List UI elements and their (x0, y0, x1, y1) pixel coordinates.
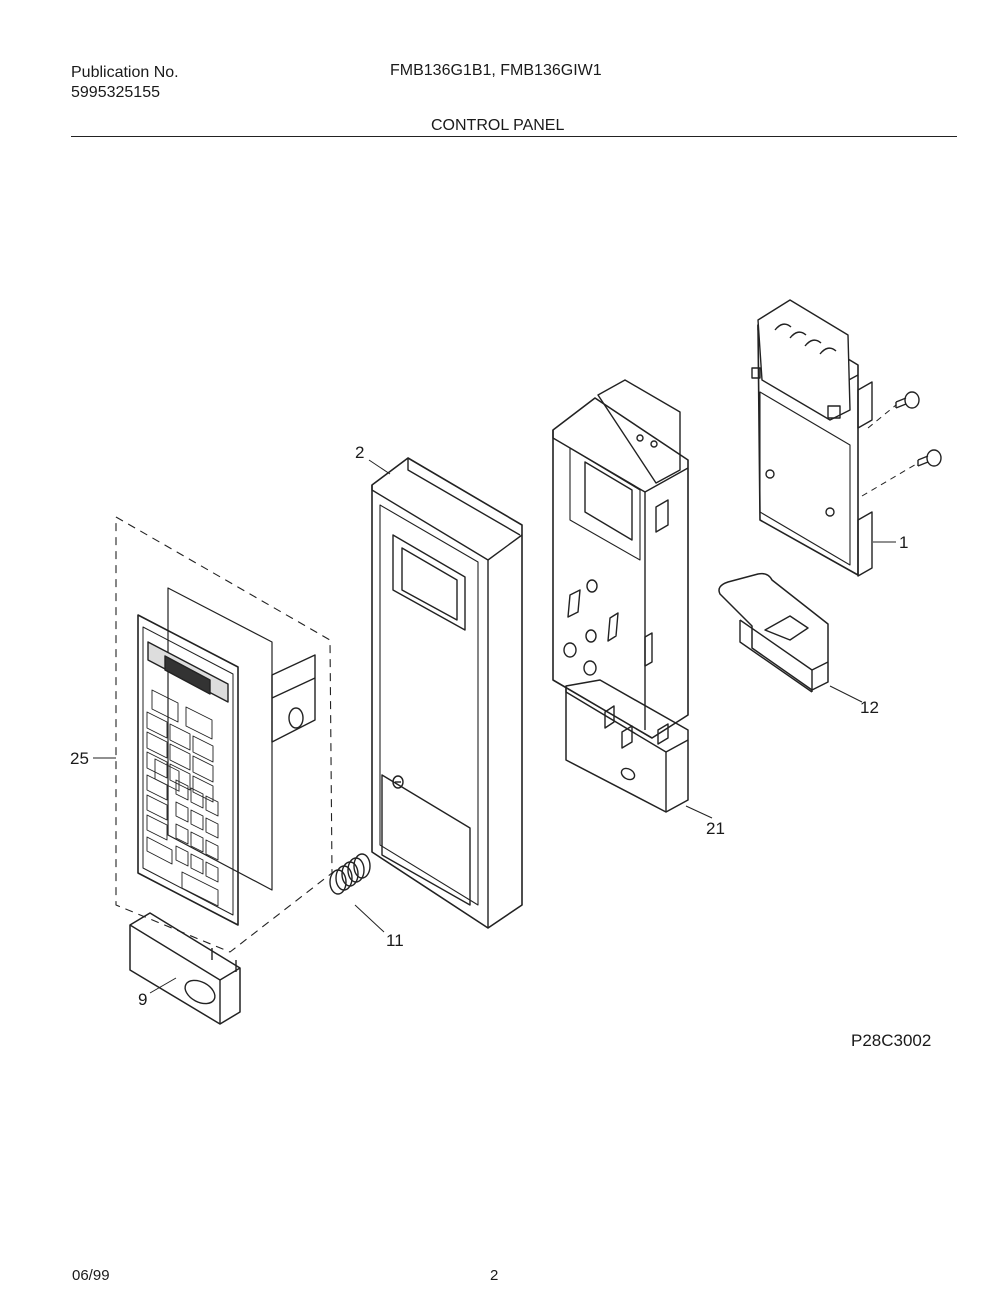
button-oval (184, 979, 216, 1005)
keypad-tail-hole (288, 707, 304, 729)
publication-label: Publication No. (71, 64, 179, 81)
frame-window (392, 534, 466, 631)
keypad-key-grid (146, 689, 219, 907)
frame-lower-pocket (381, 774, 471, 906)
callout-1: 1 (899, 533, 908, 552)
header-rule (71, 136, 957, 137)
callout-2: 2 (355, 443, 364, 462)
leader-lines (93, 459, 896, 994)
part-11-spring (329, 853, 371, 895)
callout-11: 11 (386, 931, 404, 950)
keypad-overlay (137, 614, 239, 926)
part-2-control-frame (371, 457, 523, 929)
part-9-release-button (129, 912, 241, 1025)
screw-bottom (917, 449, 942, 467)
page-number: 2 (490, 1267, 499, 1284)
frame-outer (371, 457, 523, 929)
part-12-latch-lever (718, 572, 829, 693)
part-1-circuit-board (751, 299, 942, 577)
section-title: CONTROL PANEL (431, 117, 565, 134)
callout-21: 21 (706, 819, 725, 838)
callout-12: 12 (860, 698, 879, 717)
drawing-id: P28C3002 (851, 1031, 932, 1050)
publication-number: 5995325155 (71, 84, 160, 101)
part-25-keypad-assembly (115, 516, 333, 953)
keypad-dashed-outline (115, 516, 333, 953)
callout-25: 25 (70, 749, 89, 768)
callout-9: 9 (138, 990, 147, 1009)
footer-date: 06/99 (72, 1267, 110, 1284)
keypad-tail (271, 654, 316, 743)
model-numbers: FMB136G1B1, FMB136GIW1 (390, 62, 602, 79)
screw-top (895, 391, 920, 409)
keypad-membrane (167, 587, 273, 891)
part-21-bracket (552, 379, 689, 813)
